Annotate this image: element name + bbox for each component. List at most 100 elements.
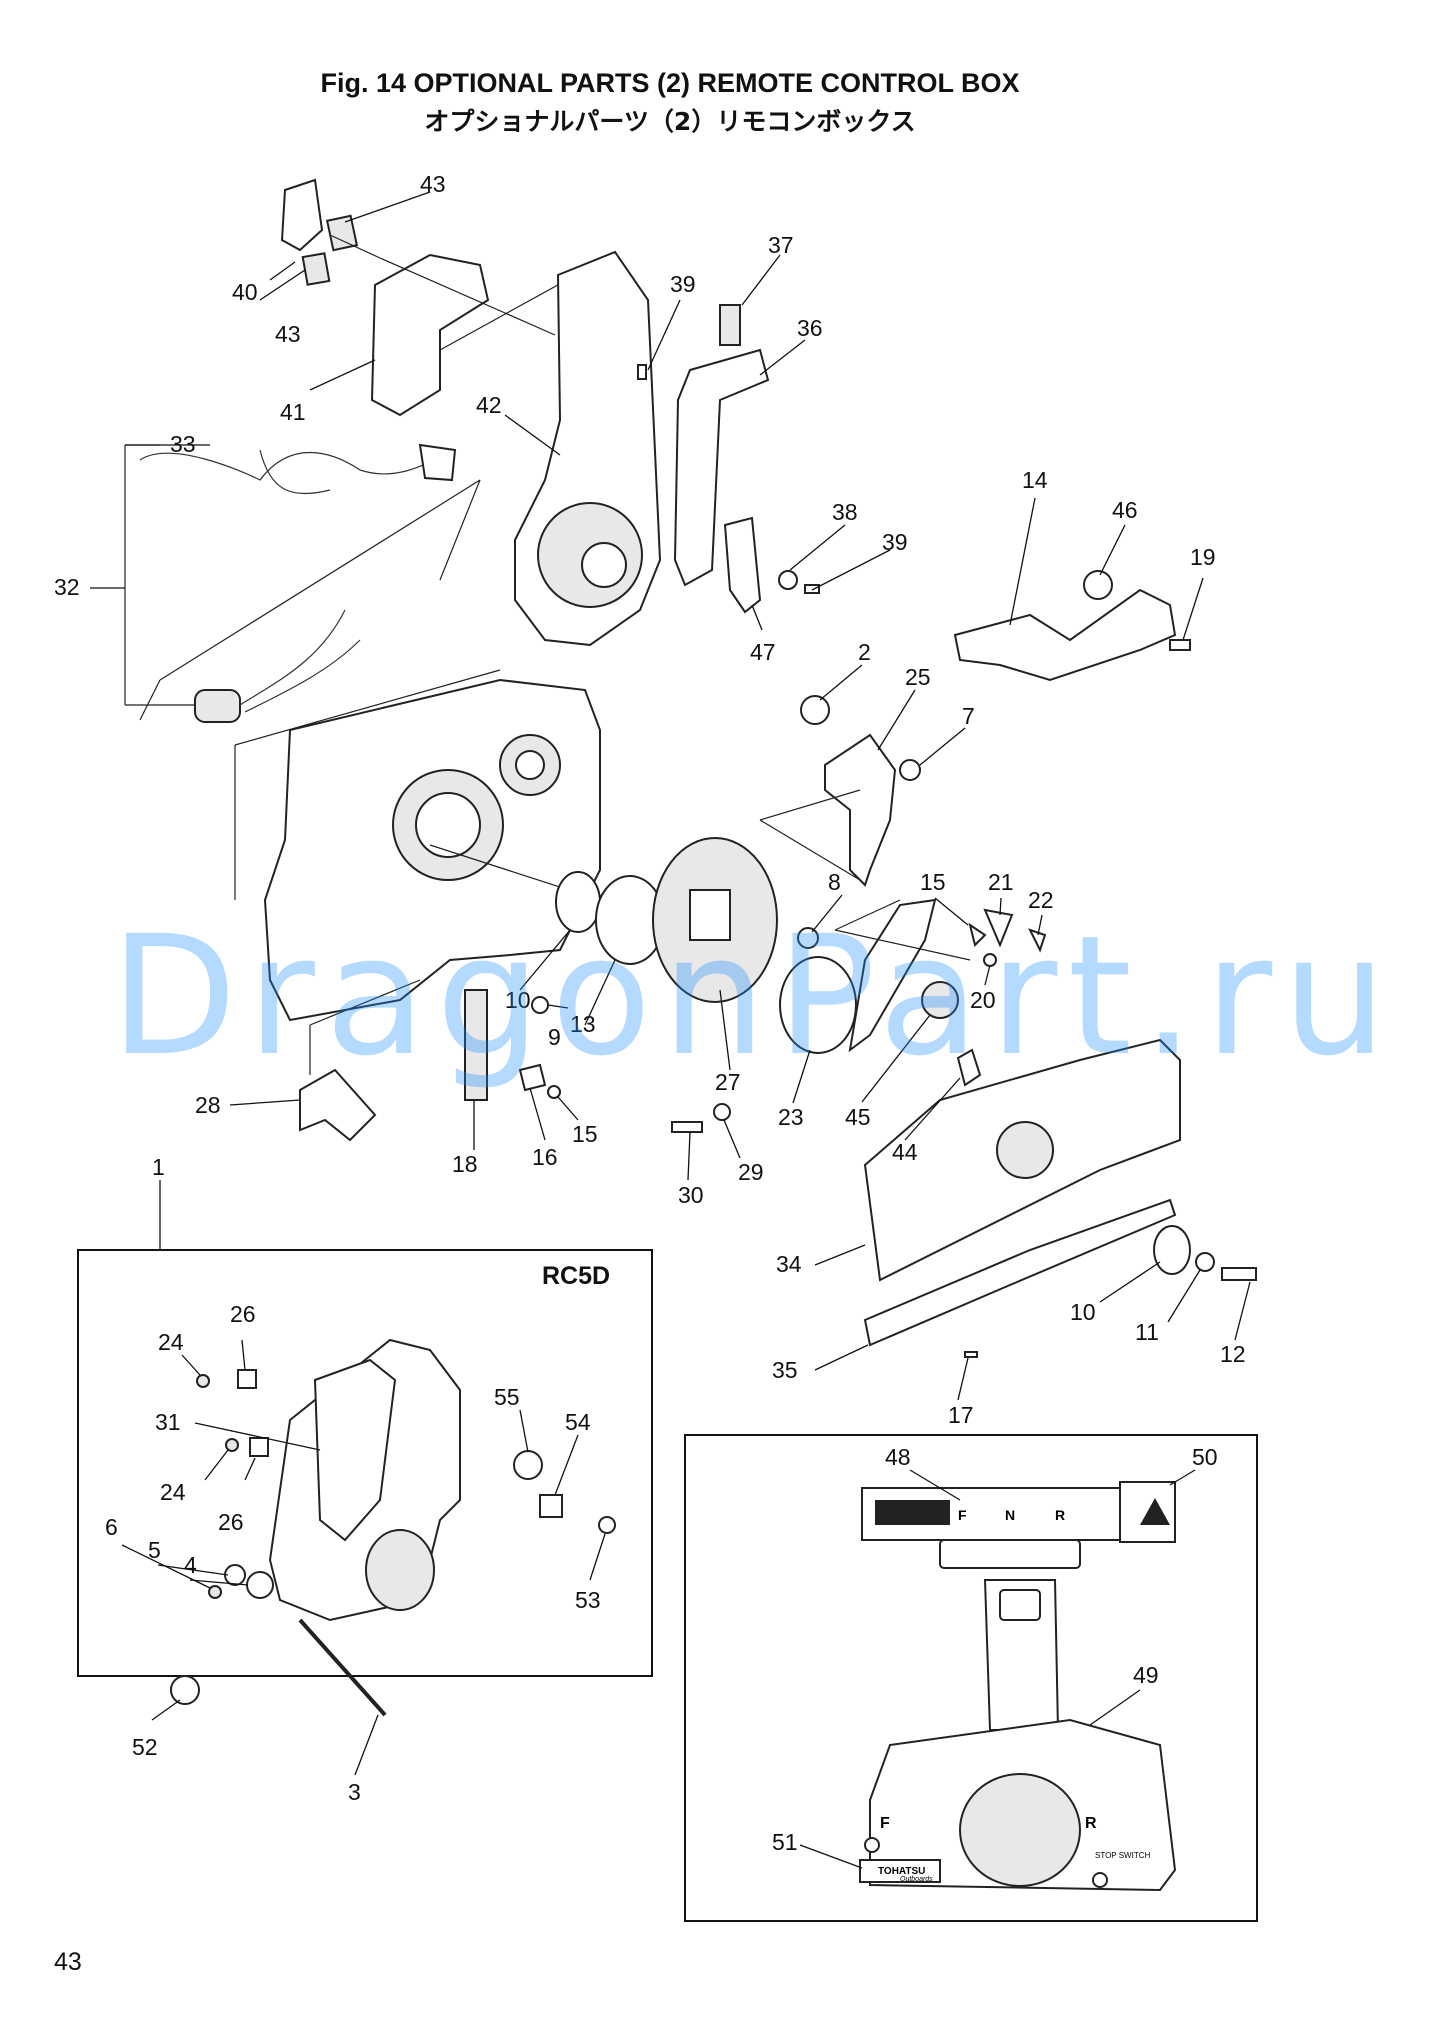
lanyard-part-33	[139, 449, 451, 481]
nut-part-6	[208, 1585, 222, 1599]
cap-part-55	[513, 1450, 543, 1480]
callout-8: 8	[828, 869, 841, 895]
main-case-group	[234, 669, 601, 1022]
gear-cam-group	[531, 695, 1047, 1087]
cam-part-25	[824, 733, 897, 887]
clip-part-44	[956, 1048, 982, 1087]
callout-53: 53	[575, 1587, 601, 1613]
callout-12: 12	[1220, 1341, 1246, 1367]
callout-40: 40	[232, 279, 258, 305]
callout-51: 51	[772, 1829, 798, 1855]
callout-26: 26	[218, 1509, 244, 1535]
neutral-lock-part-36	[673, 348, 770, 587]
inset-box-rc5d	[77, 1249, 653, 1677]
figure-title-japanese: オプショナルパーツ（2）リモコンボックス	[424, 107, 916, 136]
callout-28: 28	[195, 1092, 221, 1118]
gear-hub-square	[689, 889, 731, 941]
callout-24: 24	[158, 1329, 184, 1355]
callout-29: 29	[738, 1159, 764, 1185]
callout-15: 15	[572, 1121, 598, 1147]
callout-48: 48	[885, 1444, 911, 1470]
arm-part-45link	[848, 898, 937, 1053]
callout-14: 14	[1022, 467, 1048, 493]
callout-27: 27	[715, 1069, 741, 1095]
page-number: 43	[54, 1948, 82, 1976]
callout-9: 9	[548, 1024, 561, 1050]
grommet-part-54	[539, 1494, 563, 1518]
screw-part-19	[1169, 639, 1191, 651]
screw-part-15a	[968, 922, 987, 947]
panel-letter-f: F	[880, 1815, 890, 1832]
stop-switch-text: STOP SWITCH	[1095, 1851, 1150, 1860]
callout-52: 52	[132, 1734, 158, 1760]
washer-part-7	[899, 759, 921, 781]
decal-letter-r: R	[1055, 1507, 1065, 1523]
callout-31: 31	[155, 1409, 181, 1435]
bushing-part-10b	[1153, 1225, 1191, 1275]
stop-switch-part-32	[194, 689, 241, 723]
stop-switch-group	[124, 443, 481, 723]
pad-part-43b	[301, 252, 331, 286]
nut-part-29	[713, 1103, 731, 1121]
warning-triangle-icon	[1140, 1498, 1170, 1525]
panel-letter-r: R	[1085, 1815, 1097, 1832]
control-panel-assembly	[859, 1481, 1177, 1892]
spacer-part-16	[518, 1063, 547, 1092]
callout-42: 42	[476, 392, 502, 418]
lever-arm-group	[514, 250, 662, 647]
plate-part-23	[779, 956, 857, 1054]
callout-21: 21	[988, 869, 1014, 895]
lower-misc-group	[299, 979, 731, 1142]
callout-39: 39	[670, 271, 696, 297]
panel-decal-text: F N R F R STOP SWITCH TOHATSU Outboards	[878, 1507, 1150, 1883]
spring-part-22	[1028, 928, 1047, 953]
bushing-part-4	[246, 1571, 274, 1599]
callout-46: 46	[1112, 497, 1138, 523]
decal-letter-n: N	[1005, 1507, 1015, 1523]
friction-plate-part-18	[464, 989, 488, 1101]
callout-39: 39	[882, 529, 908, 555]
bolt-part-30	[671, 1121, 703, 1133]
roller-part-45	[921, 981, 959, 1019]
callout-44: 44	[892, 1139, 918, 1165]
callout-35: 35	[772, 1357, 798, 1383]
callout-10: 10	[505, 987, 531, 1013]
callout-1: 1	[152, 1154, 165, 1180]
brand-plate-part-51	[859, 1859, 941, 1883]
callout-54: 54	[565, 1409, 591, 1435]
callout-10: 10	[1070, 1299, 1096, 1325]
callout-15: 15	[920, 869, 946, 895]
warning-decal-part-50	[1119, 1481, 1176, 1543]
callout-26: 26	[230, 1301, 256, 1327]
bolt-part-3	[298, 1618, 387, 1717]
callout-33: 33	[170, 431, 196, 457]
callout-22: 22	[1028, 887, 1054, 913]
throttle-arm-group	[953, 570, 1191, 682]
callout-20: 20	[970, 987, 996, 1013]
nut-part-53	[598, 1516, 616, 1534]
callout-18: 18	[452, 1151, 478, 1177]
clip-part-40	[280, 178, 324, 252]
callout-23: 23	[778, 1104, 804, 1130]
callout-5: 5	[148, 1537, 161, 1563]
callout-2: 2	[858, 639, 871, 665]
callout-16: 16	[532, 1144, 558, 1170]
callout-49: 49	[1133, 1662, 1159, 1688]
callout-labels: 43 40 43 41 39 37 36 42 33 32 38 39 14 4…	[54, 171, 1246, 1855]
rc5d-lever	[313, 1358, 397, 1542]
callout-41: 41	[280, 399, 306, 425]
cover-part-28	[299, 1068, 377, 1142]
inset-title-rc5d: RC5D	[542, 1262, 611, 1290]
callout-47: 47	[750, 639, 776, 665]
holder-part-26b	[249, 1437, 269, 1457]
decal-black-block	[875, 1500, 950, 1525]
lever-cover-group	[280, 178, 586, 417]
callout-45: 45	[845, 1104, 871, 1130]
cap-part-52	[170, 1675, 200, 1705]
inset-box-control-panel	[684, 1434, 1258, 1922]
callout-34: 34	[776, 1251, 802, 1277]
callout-19: 19	[1190, 544, 1216, 570]
screw-part-39b	[804, 584, 820, 594]
nut-part-24a	[196, 1374, 210, 1388]
